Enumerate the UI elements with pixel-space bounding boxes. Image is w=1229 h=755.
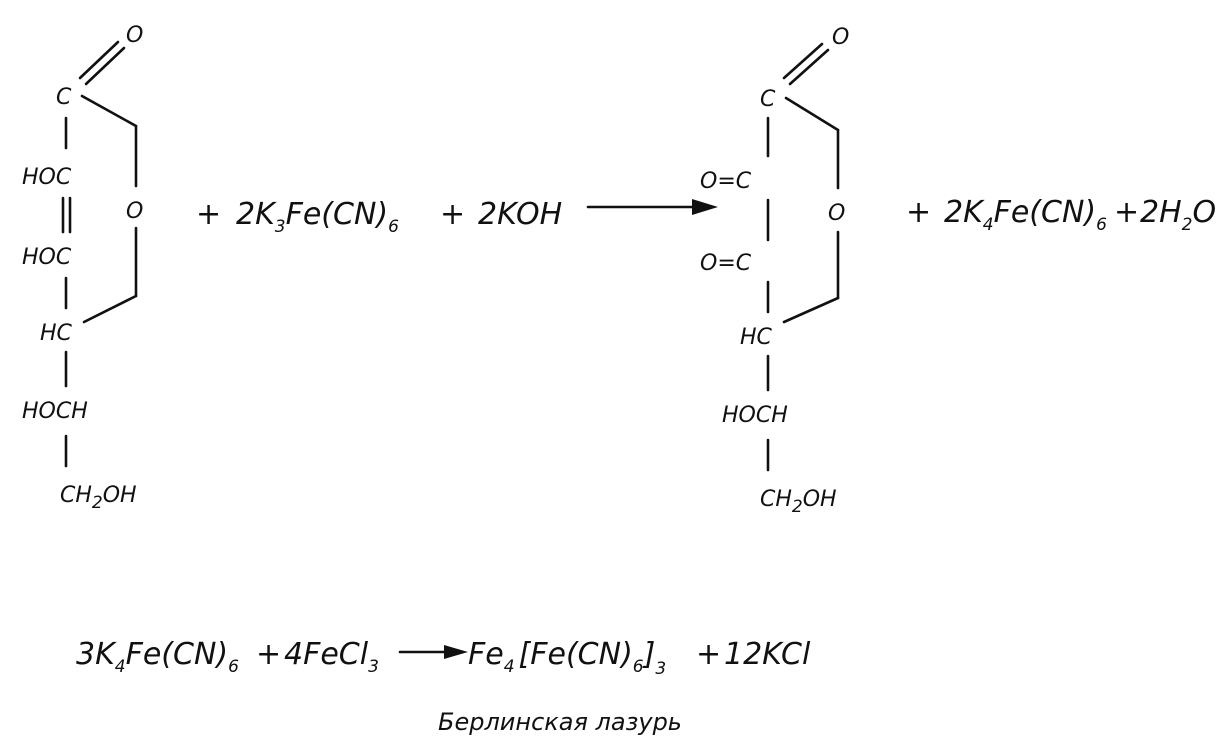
plus-sign: + <box>906 195 931 230</box>
reagents: + 2K3Fe(CN)6 + 2KOH <box>196 197 562 237</box>
plus-sign: + <box>696 637 721 672</box>
atom-c4: HC <box>40 321 73 346</box>
product-caption: Берлинская лазурь <box>438 708 682 736</box>
atom-c2-keto: O=C <box>700 169 752 194</box>
atom-c2: HOC <box>22 165 72 190</box>
potassium-ferricyanide: 2K3Fe(CN)6 <box>236 197 399 237</box>
dehydroascorbic-acid-structure: O C O=C O O=C HC HOCH CH2OH <box>700 25 849 517</box>
reaction-arrow <box>586 199 718 215</box>
atom-c6: CH2OH <box>760 487 837 517</box>
atom-o-carbonyl: O <box>126 23 143 48</box>
atom-ring-oxygen: O <box>126 199 143 224</box>
plus-sign: + <box>256 637 281 672</box>
plus-sign: + <box>440 197 465 232</box>
reaction-arrow <box>398 645 468 659</box>
atom-c1: C <box>760 87 776 112</box>
potassium-chloride: 12KCl <box>724 637 811 672</box>
atom-c6: CH2OH <box>60 483 137 513</box>
bond-c1-ringo <box>784 96 840 132</box>
byproducts: + 2K4Fe(CN)6 + 2H2O <box>906 195 1216 235</box>
bond-c1-o-double-b <box>84 46 126 86</box>
prussian-blue-formula: Fe4[Fe(CN)6]3 <box>468 637 666 679</box>
atom-c1: C <box>56 85 72 110</box>
atom-o-carbonyl: O <box>832 25 849 50</box>
bond-ringo-c4 <box>782 296 840 324</box>
ascorbic-acid-structure: O C HOC O HOC HC HOCH CH2OH <box>22 23 143 513</box>
plus-sign: + <box>1114 195 1139 230</box>
bond-c1-ringo <box>80 94 138 128</box>
bond-c1-o-double-a <box>782 42 824 80</box>
atom-c3-keto: O=C <box>700 251 752 276</box>
lhs-ferrocyanide: 3K4Fe(CN)6 <box>76 637 239 677</box>
atom-c5: HOCH <box>22 399 88 424</box>
atom-c5: HOCH <box>722 403 788 428</box>
potassium-hydroxide: 2KOH <box>478 197 562 232</box>
atom-ring-oxygen: O <box>828 201 845 226</box>
plus-sign: + <box>196 197 221 232</box>
bond-c1-o-double-a <box>78 40 120 80</box>
prussian-blue-equation: 3K4Fe(CN)6 + 4FeCl3 Fe4[Fe(CN)6]3 + 12KC… <box>76 637 811 679</box>
water: 2H2O <box>1140 195 1216 235</box>
bond-ringo-c4 <box>82 294 138 324</box>
bond-c1-o-double-b <box>788 48 830 86</box>
iron-trichloride: 4FeCl3 <box>284 637 379 677</box>
potassium-ferrocyanide: 2K4Fe(CN)6 <box>944 195 1107 235</box>
atom-c3: HOC <box>22 245 72 270</box>
atom-c4: HC <box>740 325 773 350</box>
